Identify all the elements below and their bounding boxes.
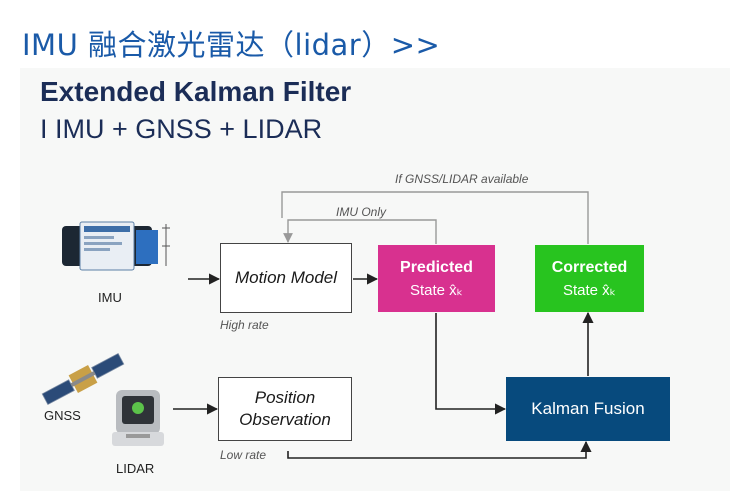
gnss-label: GNSS [44,408,81,423]
imu-device-icon [62,221,170,271]
diagram-subtitle: I IMU + GNSS + LIDAR [40,114,323,144]
kalman-fusion-label: Kalman Fusion [531,399,645,418]
kalman-fusion-box: Kalman Fusion [506,377,670,441]
label-high-rate: High rate [220,318,269,332]
arrow-imu-only-loop [283,219,437,244]
arrow-position-to-fusion [287,440,592,459]
predicted-title: Predicted [400,258,473,276]
predicted-state: State x̂ₖ [409,281,464,299]
position-observation-label-line2: Observation [239,410,331,429]
diagram-panel: Extended Kalman Filter I IMU + GNSS + LI… [20,68,730,491]
arrow-predicted-to-fusion [435,313,507,415]
page-header: IMU 融合激光雷达（lidar）>> [22,28,441,62]
label-gnss-lidar-available: If GNSS/LIDAR available [395,172,529,186]
lidar-label: LIDAR [116,461,155,476]
motion-model-label: Motion Model [234,268,338,287]
corrected-title: Corrected [551,258,628,276]
diagram-title: Extended Kalman Filter [40,76,352,107]
arrow-available-loop [281,191,589,244]
position-observation-label-line1: Position [254,388,316,407]
motion-model-box: Motion Model [220,243,352,313]
corrected-state: State x̂ₖ [562,281,617,299]
position-observation-box: Position Observation [218,377,352,441]
lidar-device-icon [112,390,164,446]
diagram-connectors [173,191,594,459]
corrected-state-box: Corrected State x̂ₖ [535,245,644,312]
label-imu-only: IMU Only [336,205,387,219]
satellite-icon [41,352,125,406]
label-low-rate: Low rate [220,448,267,462]
predicted-state-box: Predicted State x̂ₖ [378,245,495,312]
imu-label: IMU [98,290,122,305]
